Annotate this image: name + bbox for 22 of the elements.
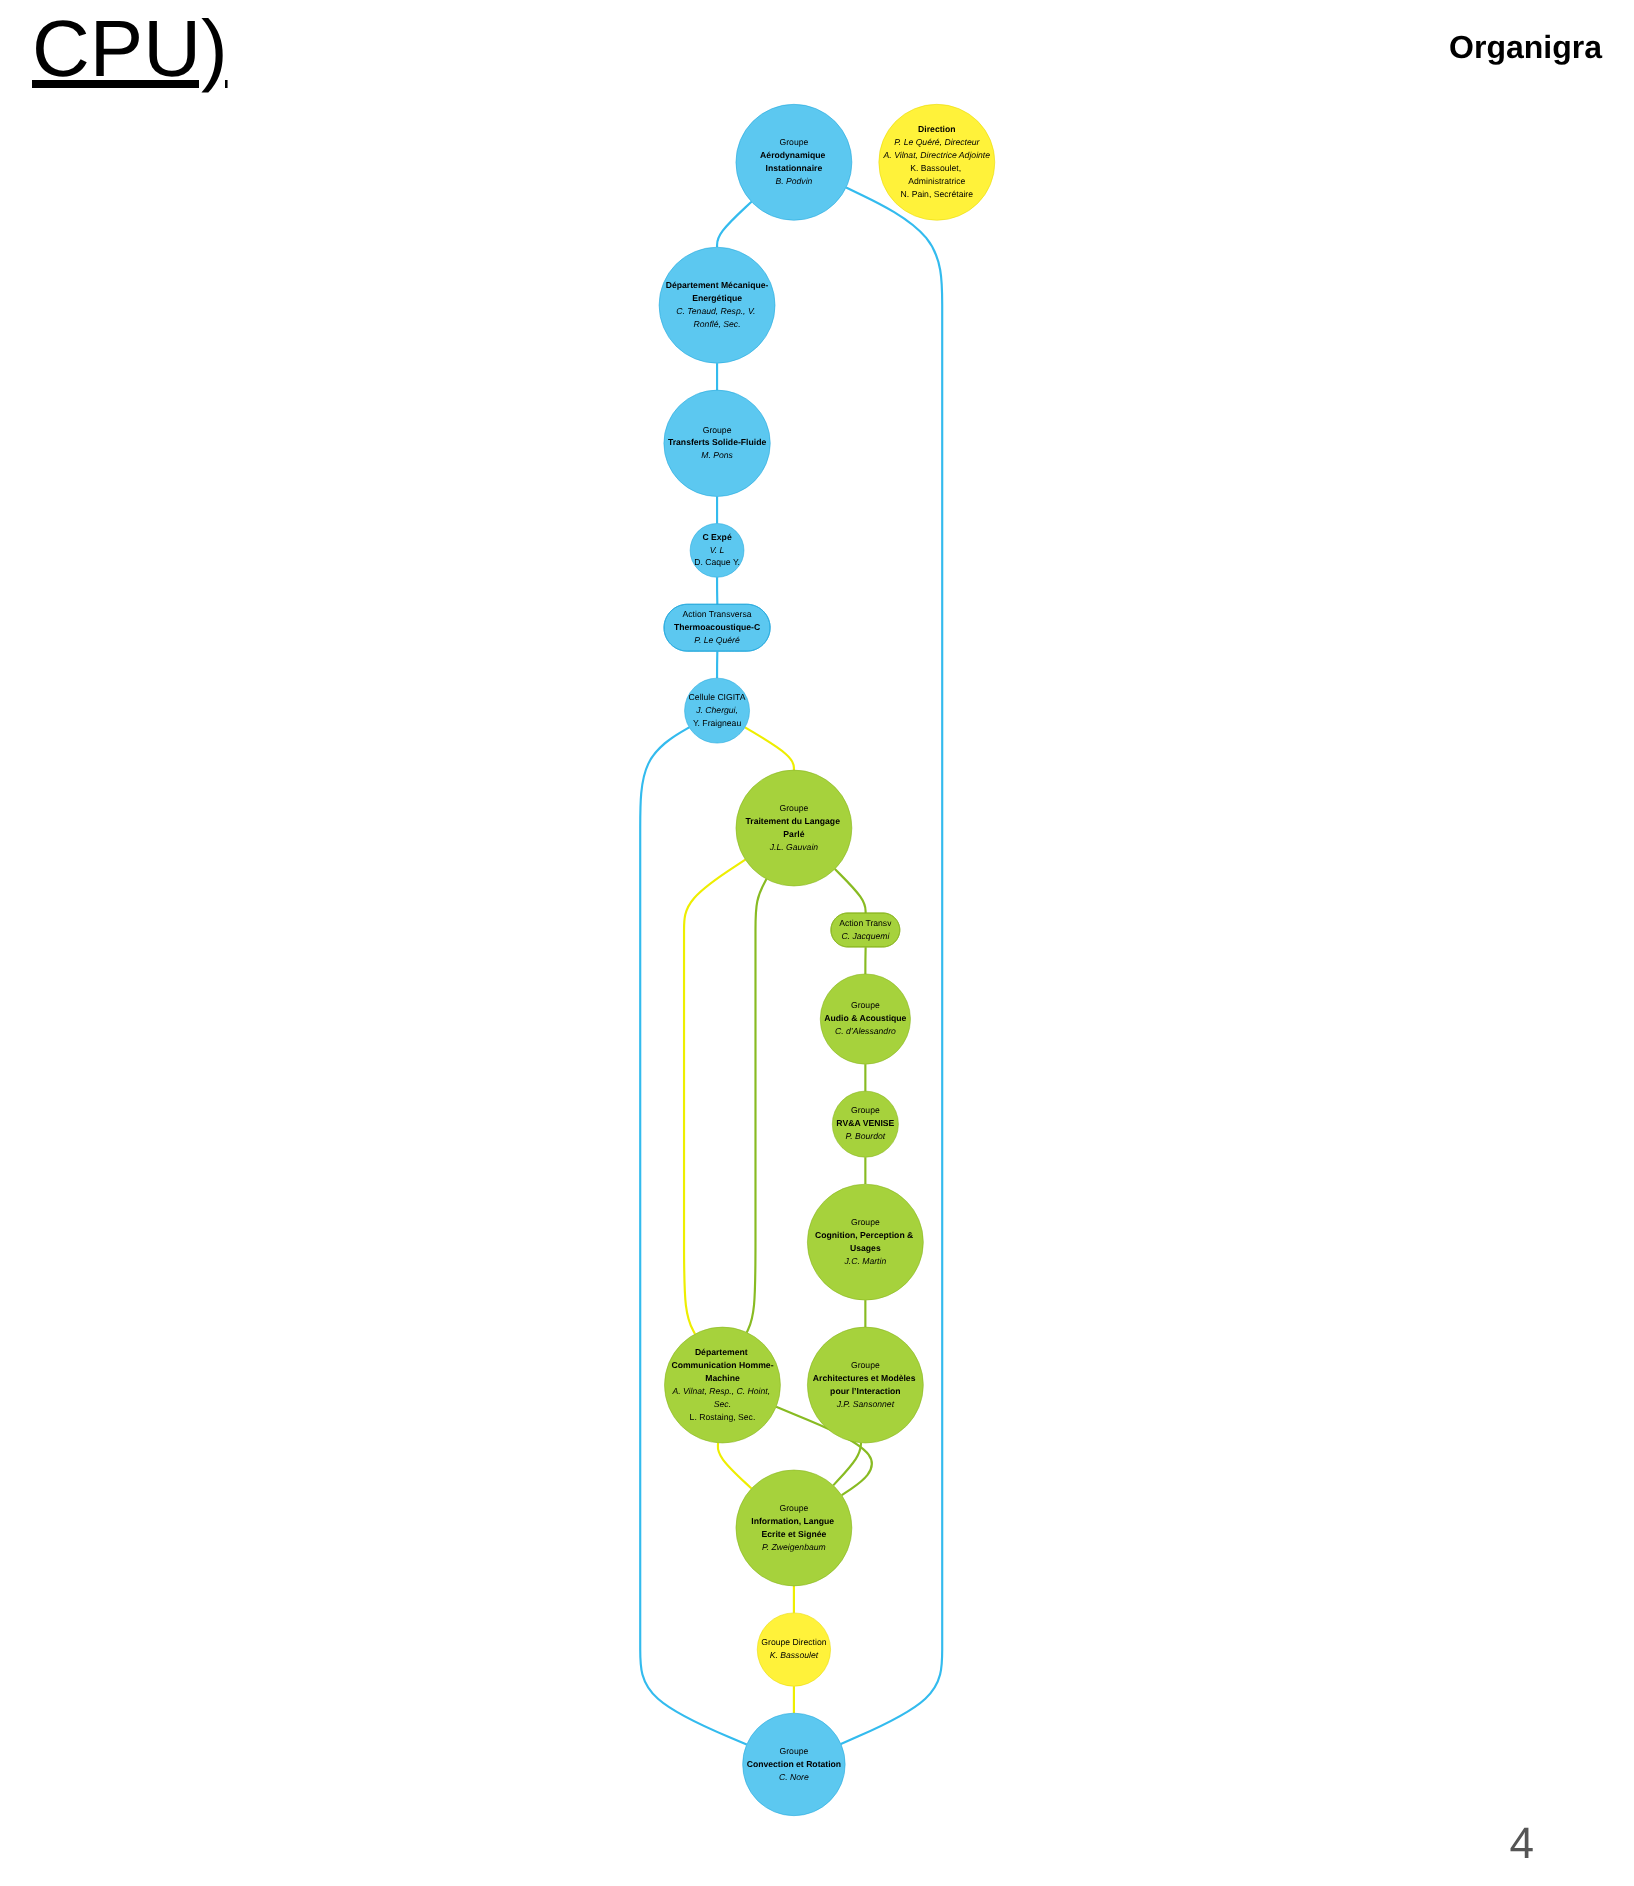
connector	[863, 1300, 866, 1328]
page-number: 4	[1509, 1818, 1534, 1870]
connector	[715, 577, 718, 605]
connector	[839, 186, 943, 1745]
connector	[792, 1585, 795, 1613]
connector	[638, 726, 747, 1746]
connector	[716, 1442, 752, 1490]
connector	[745, 878, 767, 1333]
connector	[833, 868, 867, 914]
connector	[863, 1157, 866, 1185]
connector	[792, 1686, 795, 1714]
connector	[715, 363, 718, 391]
connector	[715, 200, 752, 248]
heading-fragment: Organigra	[1449, 32, 1602, 68]
connector	[863, 947, 867, 974]
connector	[743, 726, 795, 771]
connector	[715, 496, 718, 524]
connector	[715, 651, 718, 679]
connector	[682, 858, 746, 1335]
connector	[863, 1064, 866, 1092]
heading-fragment: CPU)	[32, 5, 228, 95]
connector	[831, 1442, 862, 1487]
